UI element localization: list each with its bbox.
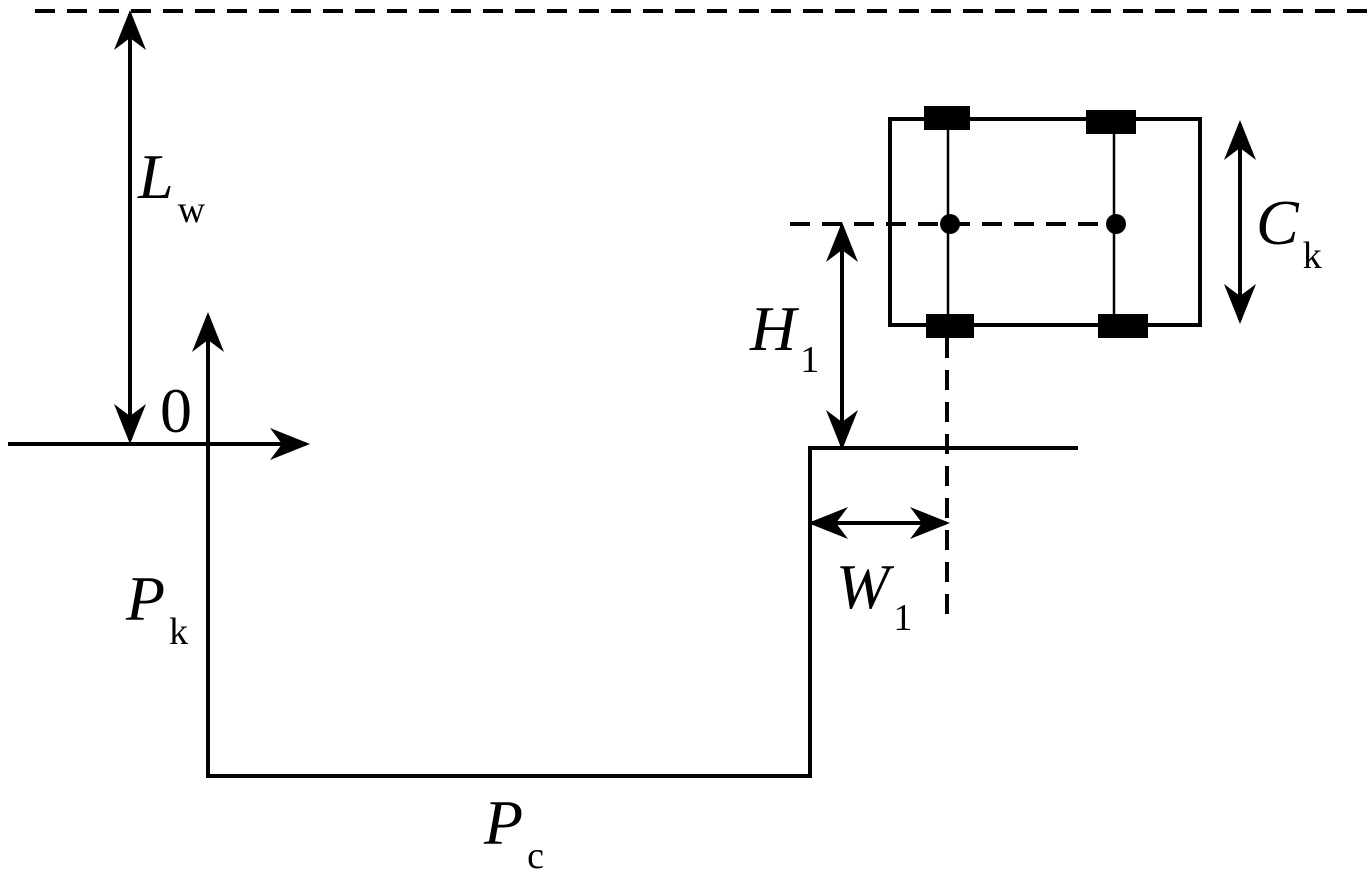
crane-pad-top-left — [924, 106, 970, 130]
label-w1-sub: 1 — [893, 597, 912, 639]
crane-pad-top-right — [1086, 110, 1136, 134]
label-origin: 0 — [160, 375, 192, 446]
label-pk-sub: k — [169, 611, 188, 653]
label-h1-sub: 1 — [800, 339, 819, 381]
label-pc-sub: c — [527, 835, 544, 873]
label-h1-main: H — [749, 293, 800, 364]
label-ck-sub: k — [1303, 235, 1322, 277]
pit-outline — [206, 444, 1078, 778]
label-pk-main: P — [125, 563, 165, 634]
crane-pad-bottom-right — [1098, 314, 1148, 338]
label-pc-main: P — [483, 787, 523, 858]
label-lw-sub: w — [178, 189, 206, 231]
axle-center-right — [1106, 214, 1126, 234]
label-lw-main: L — [137, 141, 174, 212]
label-ck-main: C — [1256, 187, 1300, 258]
crane-pad-bottom-left — [926, 314, 974, 338]
label-w1-main: W — [836, 551, 895, 622]
axle-center-left — [940, 214, 960, 234]
